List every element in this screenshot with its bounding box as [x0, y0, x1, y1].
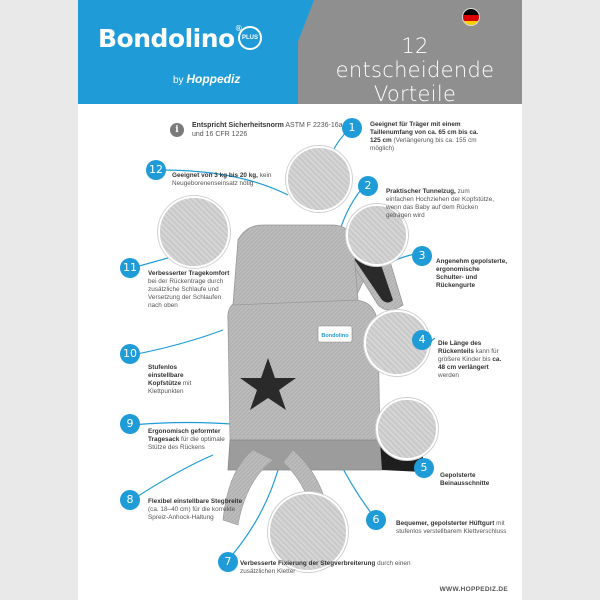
carrier-label-patch	[317, 325, 353, 343]
callout-10: Stufenlos einstellbare Kopfstütze mit Kl…	[148, 364, 206, 396]
detail-image-hood	[346, 204, 408, 266]
carrier-label-text: Bondolino	[321, 333, 349, 339]
connector-8	[131, 454, 214, 501]
callout-2-text: zum einfachen Hochziehen der Kopfstütze,…	[386, 188, 495, 219]
callout-6-bold: Bequemer, gepolsterter Hüftgurt	[396, 520, 495, 527]
callout-8-text: (ca. 18–40 cm) für die korrekte Spreiz-A…	[148, 506, 236, 521]
tie-strap-left	[222, 449, 274, 526]
callout-number-3: 3	[412, 246, 432, 266]
callout-9-text: für die optimale Stütze des Rückens	[148, 436, 225, 451]
callout-9: Ergonomisch geformter Tragesack für die …	[148, 428, 228, 452]
callout-5-bold: Gepolsterte Beinausschnitte	[440, 472, 490, 487]
callout-12: Geeignet von 3 kg bis 20 kg, kein Neugeb…	[172, 172, 290, 188]
callout-9-bold: Ergonomisch geformter Tragesack	[148, 428, 221, 443]
carrier-headrest	[232, 224, 359, 306]
callout-4-text-2: werden	[438, 372, 459, 379]
callout-number-2: 2	[358, 176, 378, 196]
header-title-panel	[298, 0, 522, 104]
connector-10	[131, 329, 224, 356]
detail-image-tunnel	[286, 146, 352, 212]
callout-4-bold: Die Länge des Rückenteils	[438, 340, 482, 355]
connector-7	[227, 469, 279, 561]
header-divider	[274, 0, 314, 104]
brand-name: Bondolino	[98, 24, 235, 53]
german-flag-icon	[462, 8, 480, 26]
headline-line-1: 12 entscheidende	[335, 34, 495, 82]
safety-norm-value: ASTM F 2236-16a und 16 CFR 1226	[192, 122, 343, 138]
connector-12	[161, 169, 289, 196]
callout-11-text: bei der Rückentrage durch zusätzliche Sc…	[148, 278, 224, 309]
callout-number-9: 9	[120, 414, 140, 434]
safety-norm-text: Entspricht Sicherheitsnorm ASTM F 2236-1…	[192, 121, 352, 139]
callout-7-bold: Verbesserte Fixierung der Stegverbreiter…	[240, 560, 376, 567]
callout-number-11: 11	[120, 258, 140, 278]
callout-4: Die Länge des Rückenteils kann für größe…	[438, 340, 510, 380]
callout-number-8: 8	[120, 490, 140, 510]
info-icon: i	[170, 123, 184, 137]
callout-3-bold: Angenehm gepolsterte, ergonomische Schul…	[436, 258, 508, 289]
by-label: by	[173, 75, 184, 86]
callout-number-12: 12	[146, 160, 166, 180]
brand-registered: ®	[234, 24, 243, 33]
headline: 12 entscheidende Vorteile	[320, 34, 510, 106]
callout-3: Angenehm gepolsterte, ergonomische Schul…	[436, 258, 508, 290]
callout-1: Geeignet für Träger mit einem Taillenumf…	[370, 121, 480, 153]
callout-12-bold: Geeignet von 3 kg bis 20 kg,	[172, 172, 258, 179]
callout-7: Verbesserte Fixierung der Stegverbreiter…	[240, 560, 416, 576]
callout-8: Flexibel einstellbare Stegbreite (ca. 18…	[148, 498, 248, 522]
callout-number-4: 4	[412, 330, 432, 350]
detail-image-leg-opening	[376, 398, 438, 460]
callout-6: Bequemer, gepolsterter Hüftgurt mit stuf…	[396, 520, 508, 536]
callout-5: Gepolsterte Beinausschnitte	[440, 472, 512, 488]
callout-11: Verbesserter Tragekomfort bei der Rücken…	[148, 270, 230, 310]
callout-4-text: kann für größere Kinder bis	[438, 348, 499, 363]
safety-norm-label: Entspricht Sicherheitsnorm	[192, 122, 284, 129]
detail-image-seat-fix	[268, 492, 348, 572]
carrier-body-panel	[227, 299, 381, 456]
callout-6-text: mit stufenlos verstellbarem Klettverschl…	[396, 520, 507, 535]
star-logo-icon	[240, 358, 296, 410]
brand-logo: Bondolino®	[98, 24, 243, 53]
callout-number-6: 6	[366, 510, 386, 530]
callout-2: Praktischer Tunnelzug, zum einfachen Hoc…	[386, 188, 496, 220]
callout-10-bold: Stufenlos einstellbare Kopfstütze	[148, 364, 184, 387]
footer-url: WWW.HOPPEDIZ.DE	[439, 586, 508, 593]
callout-12-text: kein Neugeborenenseinsatz nötig	[172, 172, 272, 187]
by-line: by Hoppediz	[173, 72, 240, 86]
product-sheet: Bondolino® PLUS by Hoppediz 12 entscheid…	[78, 0, 522, 600]
callout-1-bold: Geeignet für Träger mit einem Taillenumf…	[370, 121, 479, 144]
by-brand: Hoppediz	[186, 72, 241, 86]
detail-image-back-loop	[158, 196, 230, 268]
safety-norm: i Entspricht Sicherheitsnorm ASTM F 2236…	[170, 121, 352, 139]
callout-8-bold: Flexibel einstellbare Stegbreite	[148, 498, 243, 505]
headline-line-2: Vorteile	[373, 82, 457, 106]
callout-4-bold-2: ca. 48 cm verlängert	[438, 356, 502, 371]
callout-10-text: mit Klettpunkten	[148, 380, 192, 395]
callout-2-bold: Praktischer Tunnelzug,	[386, 188, 456, 195]
plus-badge-icon: PLUS	[238, 26, 262, 50]
header: Bondolino® PLUS by Hoppediz 12 entscheid…	[78, 0, 522, 106]
callout-number-1: 1	[342, 118, 362, 138]
callout-11-bold: Verbesserter Tragekomfort	[148, 270, 230, 277]
callout-7-text: durch einen zusätzlichen Kletter	[240, 560, 411, 575]
header-brand-panel	[78, 0, 298, 104]
callout-1-text: (Verlängerung bis ca. 155 cm möglich)	[370, 137, 477, 152]
callout-number-5: 5	[414, 458, 434, 478]
callout-number-10: 10	[120, 344, 140, 364]
callout-number-7: 7	[218, 552, 238, 572]
